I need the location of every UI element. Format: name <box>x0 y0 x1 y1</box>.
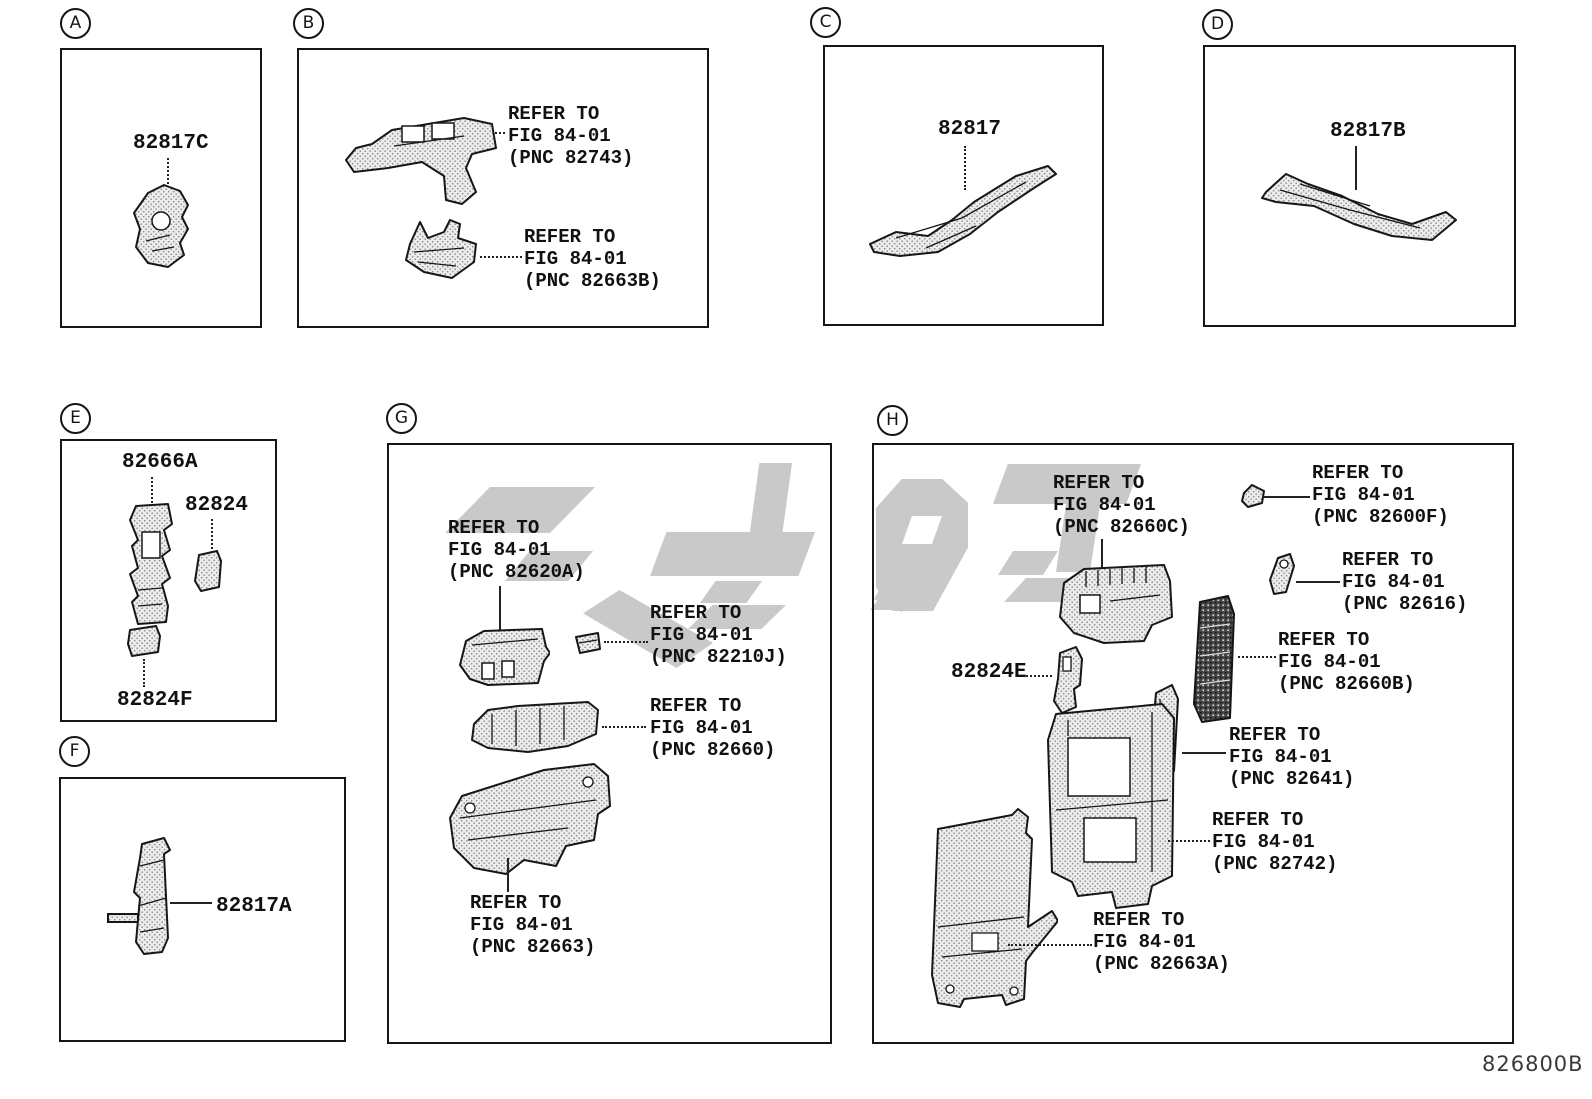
part-number-82824E: 82824E <box>951 661 1027 684</box>
panel-badge-b: B <box>293 8 324 39</box>
part-drawing-82817B <box>1261 173 1457 241</box>
panel-box-c <box>823 45 1104 326</box>
ref-callout-82620A: REFER TO FIG 84-01 (PNC 82620A) <box>448 517 585 583</box>
part-drawing-82824 <box>194 550 222 592</box>
part-drawing-82743 <box>345 117 497 205</box>
panel-box-h <box>872 443 1514 1044</box>
ref-callout-82663: REFER TO FIG 84-01 (PNC 82663) <box>470 892 596 958</box>
leader-line <box>480 256 522 258</box>
ref-callout-82663A: REFER TO FIG 84-01 (PNC 82663A) <box>1093 909 1230 975</box>
leader-line <box>1182 752 1226 754</box>
leader-line <box>1296 581 1340 583</box>
panel-box-d <box>1203 45 1516 327</box>
leader-line <box>143 659 145 687</box>
part-drawing-82210J <box>575 632 601 654</box>
part-drawing-82663 <box>449 763 611 875</box>
part-number-82666A: 82666A <box>122 451 198 474</box>
part-drawing-82663A <box>931 808 1058 1008</box>
leader-line <box>167 158 169 204</box>
part-drawing-82817A <box>107 837 171 955</box>
watermark-shape <box>650 532 815 576</box>
leader-line <box>1355 146 1357 190</box>
ref-callout-82660: REFER TO FIG 84-01 (PNC 82660) <box>650 695 776 761</box>
ref-callout-82616: REFER TO FIG 84-01 (PNC 82616) <box>1342 549 1468 615</box>
leader-line <box>602 726 646 728</box>
part-drawing-82824F <box>127 625 161 657</box>
watermark-shape <box>870 588 940 610</box>
part-drawing-82600F <box>1241 484 1265 508</box>
ref-callout-82641: REFER TO FIG 84-01 (PNC 82641) <box>1229 724 1355 790</box>
ref-callout-82210J: REFER TO FIG 84-01 (PNC 82210J) <box>650 602 787 668</box>
leader-line <box>211 519 213 553</box>
part-number-82824: 82824 <box>185 494 249 517</box>
panel-badge-g: G <box>386 403 417 434</box>
part-drawing-82817 <box>869 165 1057 257</box>
ref-callout-82600F: REFER TO FIG 84-01 (PNC 82600F) <box>1312 462 1449 528</box>
watermark-shape <box>700 581 762 603</box>
leader-line <box>499 586 501 630</box>
leader-line <box>964 146 966 190</box>
part-number-82817: 82817 <box>938 118 1002 141</box>
watermark-shape <box>993 464 1141 504</box>
leader-line <box>507 858 509 892</box>
panel-badge-e: E <box>60 403 91 434</box>
panel-badge-d: D <box>1202 9 1233 40</box>
panel-box-e <box>60 439 277 722</box>
part-drawing-82824E <box>1053 646 1083 714</box>
panel-box-f <box>59 777 346 1042</box>
part-number-82817B: 82817B <box>1330 120 1406 143</box>
part-number-82817A: 82817A <box>216 895 292 918</box>
leader-line <box>170 902 212 904</box>
part-number-82817C: 82817C <box>133 132 209 155</box>
leader-line <box>1168 840 1210 842</box>
part-drawing-82742 <box>1047 703 1175 909</box>
part-drawing-82817C <box>133 184 189 268</box>
part-drawing-82620A <box>459 628 550 686</box>
leader-line <box>1101 539 1103 577</box>
ref-callout-82663B: REFER TO FIG 84-01 (PNC 82663B) <box>524 226 661 292</box>
panel-badge-f: F <box>59 736 90 767</box>
leader-line <box>604 641 648 643</box>
part-number-82824F: 82824F <box>117 689 193 712</box>
ref-callout-82743: REFER TO FIG 84-01 (PNC 82743) <box>508 103 634 169</box>
part-drawing-82660 <box>471 701 599 753</box>
panel-box-g <box>387 443 832 1044</box>
leader-line <box>1238 656 1276 658</box>
panel-box-b <box>297 48 709 328</box>
leader-line <box>1026 675 1052 677</box>
part-drawing-82666A <box>129 503 173 625</box>
ref-callout-82660B: REFER TO FIG 84-01 (PNC 82660B) <box>1278 629 1415 695</box>
part-drawing-82660B <box>1193 595 1235 723</box>
panel-badge-c: C <box>810 7 841 38</box>
part-drawing-82660C <box>1059 564 1173 644</box>
leader-line <box>1264 496 1310 498</box>
ref-callout-82742: REFER TO FIG 84-01 (PNC 82742) <box>1212 809 1338 875</box>
panel-badge-a: A <box>60 8 91 39</box>
panel-box-a <box>60 48 262 328</box>
ref-callout-82660C: REFER TO FIG 84-01 (PNC 82660C) <box>1053 472 1190 538</box>
part-drawing-82663B <box>405 219 477 279</box>
leader-line <box>151 477 153 507</box>
panel-badge-h: H <box>877 405 908 436</box>
leader-line <box>1008 944 1092 946</box>
part-drawing-82616 <box>1269 553 1295 595</box>
document-number: 826800B <box>1482 1052 1584 1076</box>
